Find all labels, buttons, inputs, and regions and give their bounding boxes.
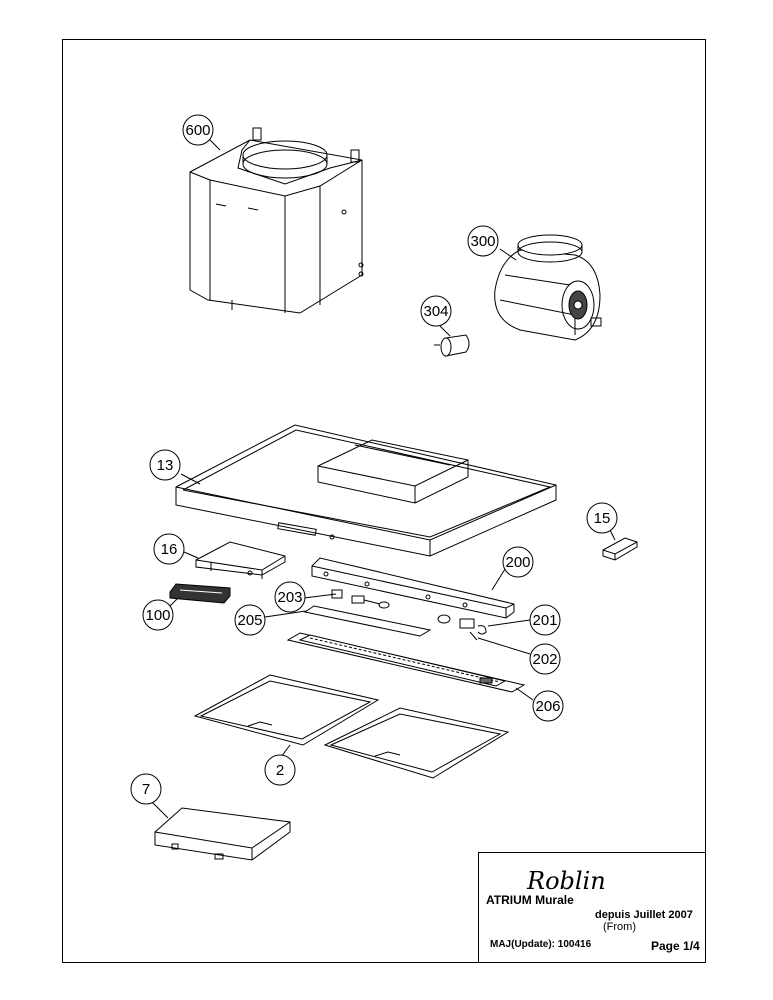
title-block: Roblin ATRIUM Murale depuis Juillet 2007…	[478, 852, 706, 963]
leader-16	[183, 551, 199, 559]
svg-text:15: 15	[594, 510, 611, 527]
callout-203: 203	[274, 581, 306, 613]
leader-202	[477, 637, 531, 655]
part-202-lamp	[469, 631, 478, 641]
part-206-light-panel	[286, 632, 526, 693]
callout-100: 100	[142, 599, 174, 631]
leader-205	[264, 610, 307, 618]
callout-202: 202	[529, 643, 561, 675]
leader-13	[180, 473, 201, 485]
svg-text:2: 2	[276, 762, 284, 779]
callout-600: 600	[182, 114, 214, 146]
svg-text:203: 203	[277, 589, 302, 606]
svg-text:7: 7	[142, 781, 150, 798]
leader-15	[609, 529, 616, 541]
since-date-en: (From)	[603, 921, 636, 933]
leader-300	[499, 248, 517, 261]
svg-text:202: 202	[532, 651, 557, 668]
part-300-blower-motor	[494, 234, 602, 341]
roblin-logo: Roblin	[526, 867, 606, 895]
part-2-grease-filters	[193, 674, 510, 779]
callout-7: 7	[130, 773, 162, 805]
svg-text:205: 205	[237, 612, 262, 629]
callout-13: 13	[149, 449, 181, 481]
svg-text:100: 100	[145, 607, 170, 624]
callout-15: 15	[586, 502, 618, 534]
svg-text:200: 200	[505, 554, 530, 571]
page-number: Page 1/4	[651, 939, 700, 953]
part-600-duct-box	[189, 127, 364, 314]
leader-200	[491, 568, 506, 591]
callout-16: 16	[153, 533, 185, 565]
since-date: depuis Juillet 2007	[595, 909, 693, 921]
callout-2: 2	[264, 754, 296, 786]
callout-201: 201	[529, 604, 561, 636]
model-name: ATRIUM Murale	[486, 893, 574, 907]
leader-206	[515, 687, 534, 701]
svg-text:13: 13	[157, 457, 174, 474]
callout-304: 304	[420, 295, 452, 327]
leader-304	[439, 325, 451, 337]
svg-text:201: 201	[532, 612, 557, 629]
logo-text: Roblin	[526, 867, 606, 895]
part-205-diffuser	[303, 605, 432, 637]
svg-text:304: 304	[423, 303, 448, 320]
svg-text:16: 16	[161, 541, 178, 558]
leader-201	[487, 619, 531, 627]
callout-300: 300	[467, 225, 499, 257]
part-201-lamp-holder	[437, 614, 487, 635]
callout-205: 205	[234, 604, 266, 636]
part-200-control-housing	[311, 557, 515, 619]
callout-206: 206	[532, 690, 564, 722]
leader-7	[149, 799, 169, 819]
leader-203	[303, 593, 337, 599]
update-label: MAJ(Update): 100416	[490, 939, 592, 950]
svg-text:300: 300	[470, 233, 495, 250]
part-203-connector	[331, 589, 390, 609]
svg-text:600: 600	[185, 122, 210, 139]
svg-text:206: 206	[535, 698, 560, 715]
part-13-hood-body	[175, 424, 557, 557]
part-304-capacitor	[434, 334, 470, 357]
part-7-filter-cover	[154, 807, 291, 861]
part-100-control-panel	[169, 583, 231, 604]
drawing-frame	[62, 39, 706, 963]
part-15-spacer-block	[602, 537, 638, 561]
part-16-bracket	[195, 541, 286, 579]
callout-200: 200	[502, 546, 534, 578]
